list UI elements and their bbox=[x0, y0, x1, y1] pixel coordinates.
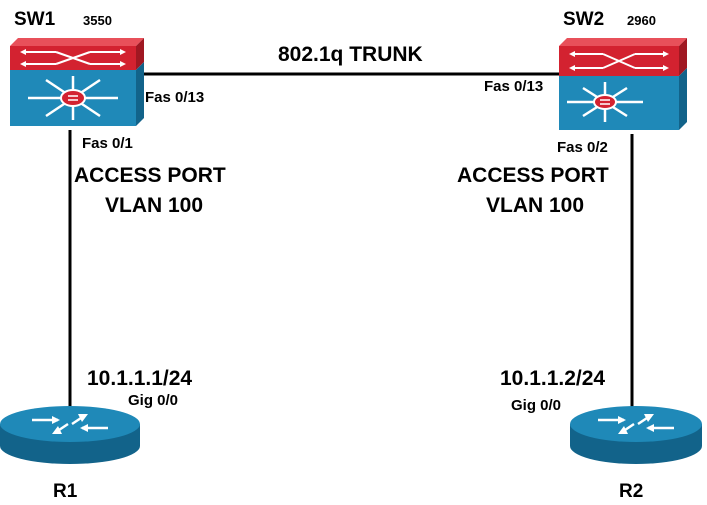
r1-ip: 10.1.1.1/24 bbox=[87, 367, 193, 390]
sw1-access-port: Fas 0/1 bbox=[82, 135, 133, 152]
sw2-uplink-port: Fas 0/13 bbox=[484, 78, 544, 95]
sw1-model: 3550 bbox=[83, 13, 112, 28]
r2-ip: 10.1.1.2/24 bbox=[500, 367, 606, 390]
sw1-vlan: VLAN 100 bbox=[105, 194, 204, 217]
r1-router-icon[interactable] bbox=[0, 402, 144, 466]
sw2-name: SW2 bbox=[563, 9, 605, 30]
sw2-switch-icon[interactable] bbox=[555, 36, 695, 132]
sw2-port-mode: ACCESS PORT bbox=[457, 164, 609, 187]
sw1-port-mode: ACCESS PORT bbox=[74, 164, 226, 187]
r2-interface: Gig 0/0 bbox=[511, 397, 562, 414]
r1-name: R1 bbox=[53, 481, 78, 502]
sw1-uplink-port: Fas 0/13 bbox=[145, 89, 205, 106]
r2-router-icon[interactable] bbox=[566, 402, 707, 466]
sw1-switch-icon[interactable] bbox=[6, 36, 146, 128]
r1-interface: Gig 0/0 bbox=[128, 392, 179, 409]
sw1-name: SW1 bbox=[14, 9, 56, 30]
trunk-label: 802.1q TRUNK bbox=[278, 43, 423, 66]
sw2-access-port: Fas 0/2 bbox=[557, 139, 608, 156]
sw2-model: 2960 bbox=[627, 13, 656, 28]
sw2-vlan: VLAN 100 bbox=[486, 194, 585, 217]
r2-name: R2 bbox=[619, 481, 644, 502]
